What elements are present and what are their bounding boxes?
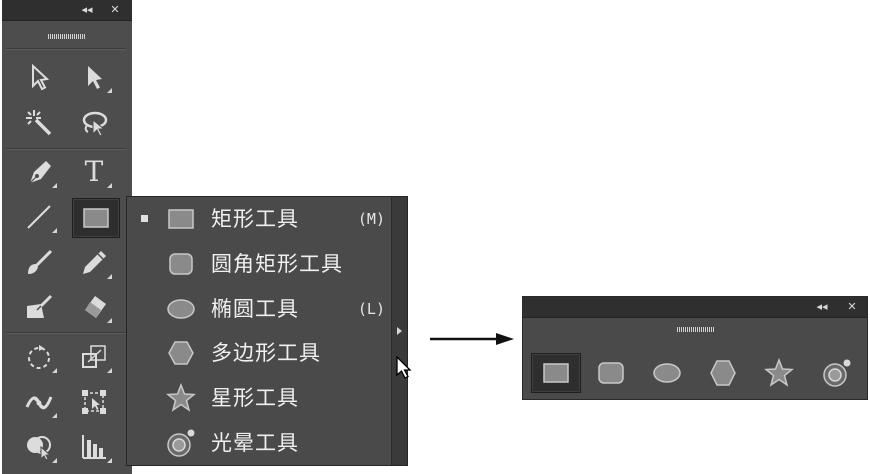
rectangle-tool[interactable] [72,198,120,238]
flyout-indicator [52,413,57,418]
flyout-indicator [107,318,112,323]
separator [6,148,126,150]
free-transform-tool[interactable] [74,383,114,421]
rounded-rectangle-icon [169,253,193,275]
flyout-indicator [52,458,57,463]
tearoff-arrow-icon [397,327,402,335]
star-tool[interactable] [759,353,799,393]
flyout-indicator [52,368,57,373]
star-icon [763,357,795,387]
separator [6,332,126,334]
flyout-item-rounded-rectangle[interactable]: 圆角矩形工具 [127,242,391,286]
ellipse-tool[interactable] [647,353,687,393]
eraser-tool[interactable] [74,288,114,326]
flyout-item-shortcut: (L) [357,300,385,318]
flyout-item-label: 星形工具 [211,386,299,410]
line-segment-tool[interactable] [19,198,59,236]
polygon-tool[interactable] [703,353,743,393]
shape-tools-flyout: 矩形工具 (M) 圆角矩形工具 椭圆工具 (L) 多边形工具 星形工具 光晕工具 [126,196,408,466]
shape-builder-icon [27,436,52,461]
pencil-tool[interactable] [74,244,114,282]
close-icon[interactable]: ✕ [110,3,120,16]
flyout-item-flare[interactable]: 光晕工具 [127,421,391,465]
polygon-icon [710,360,736,386]
graph-tool[interactable] [74,428,114,466]
flyout-item-label: 多边形工具 [211,341,321,365]
direct-selection-tool[interactable] [74,58,114,96]
flyout-indicator [52,228,57,233]
torn-off-shape-panel: ◂◂ ✕ [522,296,868,400]
selection-arrow-icon [32,63,50,91]
selected-bullet [141,215,148,222]
tools-panel: ◂◂ ✕ [2,0,132,474]
close-icon[interactable]: ✕ [847,300,857,313]
type-icon: T [84,155,104,188]
rectangle-icon [543,363,569,383]
lasso-tool[interactable] [74,104,114,142]
flyout-item-shortcut: (M) [357,210,385,228]
scale-tool[interactable] [74,338,114,376]
width-icon [25,396,53,410]
rounded-rectangle-icon [598,362,624,384]
flyout-indicator [107,274,112,279]
flare-icon [167,429,195,457]
flyout-item-polygon[interactable]: 多边形工具 [127,331,391,375]
separator [6,48,126,50]
flyout-item-star[interactable]: 星形工具 [127,376,391,420]
rotate-icon [28,345,50,369]
star-icon [165,382,197,412]
rectangle-tool[interactable] [531,353,581,393]
tools-panel-titlebar[interactable]: ◂◂ ✕ [2,0,132,21]
flyout-item-rectangle[interactable]: 矩形工具 (M) [127,197,391,241]
flyout-indicator [107,458,112,463]
flare-icon [823,359,851,387]
type-tool[interactable]: T [74,153,114,191]
drag-grip[interactable] [677,327,715,332]
flare-tool[interactable] [817,353,857,393]
lasso-icon [82,111,108,137]
rectangle-icon [168,209,194,229]
blob-brush-icon [27,294,53,318]
flyout-indicator [52,183,57,188]
rounded-rectangle-tool[interactable] [591,353,631,393]
flyout-item-label: 矩形工具 [211,207,299,231]
width-tool[interactable] [19,383,59,421]
ellipse-icon [167,299,195,319]
column-graph-icon [82,435,106,459]
collapse-icon[interactable]: ◂◂ [81,3,93,16]
magic-wand-icon [26,110,52,136]
blob-brush-tool[interactable] [19,288,59,326]
collapse-icon[interactable]: ◂◂ [816,300,828,313]
rotate-tool[interactable] [19,338,59,376]
flyout-item-label: 光晕工具 [211,431,299,455]
flyout-item-label: 椭圆工具 [211,297,299,321]
direction-arrow-icon [430,333,514,345]
eraser-icon [85,296,106,318]
pen-tool[interactable] [19,153,59,191]
torn-off-panel-titlebar[interactable]: ◂◂ ✕ [523,297,867,318]
shape-builder-tool[interactable] [19,428,59,466]
free-transform-icon [82,390,106,414]
magic-wand-tool[interactable] [19,104,59,142]
pen-nib-icon [29,161,51,184]
paintbrush-icon [28,249,53,274]
direct-selection-arrow-icon [88,66,102,89]
pencil-icon [83,251,106,274]
line-icon [27,205,51,229]
flyout-indicator [107,183,112,188]
flyout-indicator [107,88,112,93]
drag-grip[interactable] [48,34,86,39]
ellipse-icon [653,363,681,383]
polygon-icon [168,341,194,365]
rectangle-icon [83,208,109,228]
flyout-item-label: 圆角矩形工具 [211,252,343,276]
selection-tool[interactable] [19,58,59,96]
mouse-cursor-icon [396,356,412,379]
flyout-indicator [107,368,112,373]
paintbrush-tool[interactable] [19,244,59,282]
scale-icon [82,345,106,368]
tearoff-strip[interactable] [391,197,407,465]
flyout-item-ellipse[interactable]: 椭圆工具 (L) [127,287,391,331]
